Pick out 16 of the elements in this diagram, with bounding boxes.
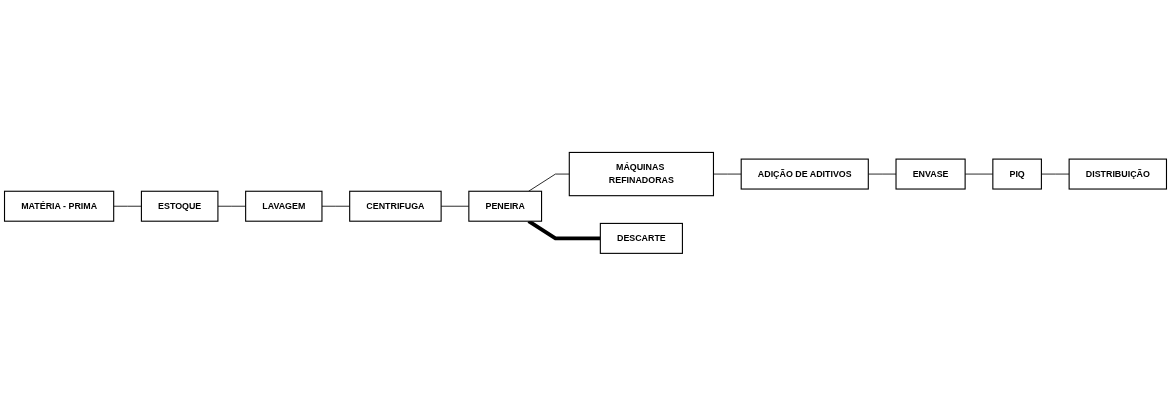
connector [713,173,742,175]
connector [527,219,601,240]
node-box: LAVAGEM [245,190,323,222]
node-box: ESTOQUE [140,190,219,222]
connector [528,173,570,192]
node-box: CENTRIFUGA [349,190,442,222]
node-box: ADIÇÃO DE ADITIVOS [740,158,869,190]
node-box: MÁQUINAS REFINADORAS [568,151,715,196]
node-box: MATÉRIA - PRIMA [3,190,115,222]
node-box: DISTRIBUIÇÃO [1068,158,1168,190]
node-box: ENVASE [895,158,966,190]
node-box: DESCARTE [599,222,683,254]
connector [113,205,142,207]
node-box: PIQ [992,158,1042,190]
connector [1041,173,1070,175]
node-box: PENEIRA [468,190,543,222]
